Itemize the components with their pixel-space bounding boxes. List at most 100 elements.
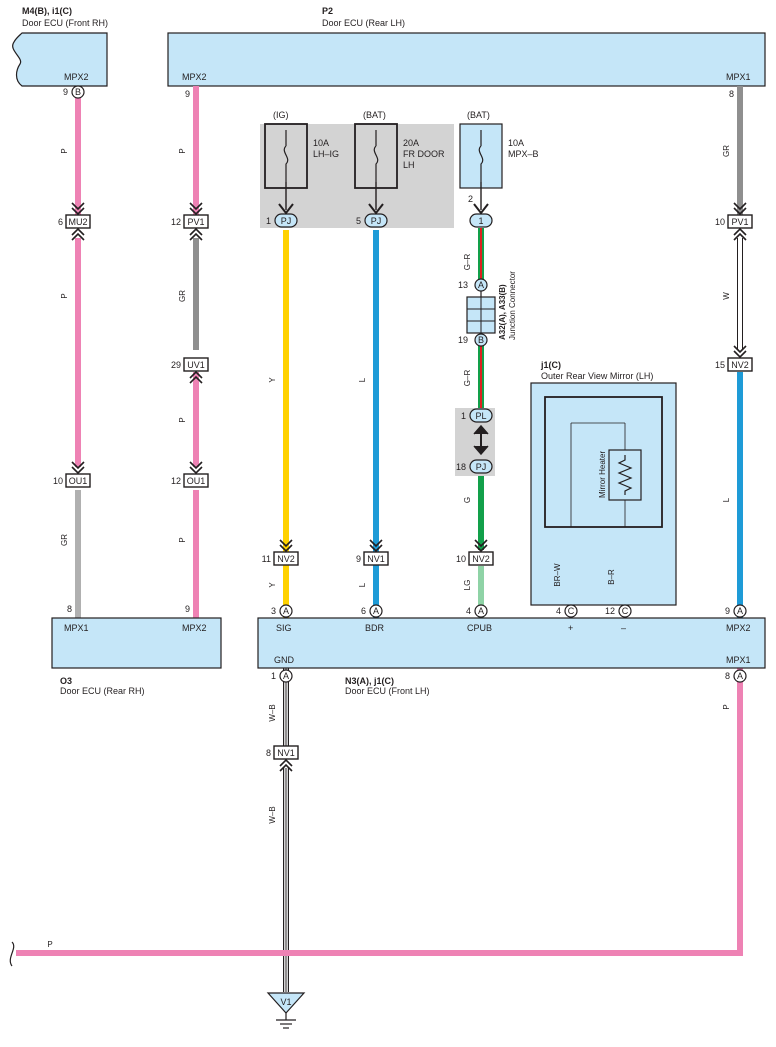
m4b-terminal-pin-cavity: B <box>75 87 81 97</box>
connector-pin: 10 <box>715 217 725 227</box>
wire-color-label: W <box>722 292 731 300</box>
wire-color-label: L <box>722 497 731 502</box>
junction-code: A32(A), A33(B) <box>498 284 507 340</box>
inline-pl-name: PL <box>475 411 486 421</box>
junction-cavity-b: B <box>478 335 484 345</box>
fuse-terminal-pj-5: PJ 5 <box>356 182 388 228</box>
wire-color-label: L <box>358 377 367 382</box>
connector-pin: 9 <box>356 554 361 564</box>
fuse-mpx-b-supply: (BAT) <box>467 110 490 120</box>
wire-break-mark <box>9 941 15 967</box>
n3-terminal-mpx2: MPX2 <box>726 623 751 633</box>
n3-top-pin-pin: 6 <box>361 606 366 616</box>
junction-pin-19: 19 <box>458 335 468 345</box>
n3-box <box>257 617 766 669</box>
fuse-lh-ig-supply: (IG) <box>273 110 289 120</box>
wire-color-label: Y <box>268 377 277 383</box>
fuse-terminal-1-2: 1 2 <box>468 182 493 228</box>
n3-top-pin-cavity: C <box>622 606 629 616</box>
p2-terminal-mpx1: MPX1 <box>726 72 751 82</box>
n3-top-pin <box>279 604 293 618</box>
connector-chevron <box>279 758 293 772</box>
fuse-terminal-pj-1-conn: PJ <box>281 216 292 226</box>
wire-color-label: P <box>60 293 69 298</box>
n3-terminal-sig: SIG <box>276 623 292 633</box>
wire-pink-bottom <box>16 668 743 956</box>
connector-chevron <box>71 227 85 241</box>
connector-pin: 10 <box>53 476 63 486</box>
n3-top-pin-pin: 12 <box>605 606 615 616</box>
n3-terminal-cpub: CPUB <box>467 623 492 633</box>
connector-pin: 10 <box>456 554 466 564</box>
n3-top-pin-cavity: C <box>568 606 575 616</box>
wire-color-label: W–B <box>268 806 277 823</box>
o3-terminal-mpx1: MPX1 <box>64 623 89 633</box>
p2-pin: 8 <box>729 89 734 99</box>
connector-pin: 29 <box>171 360 181 370</box>
fuse-lh-ig-rating: 10A <box>313 138 329 148</box>
fuse-terminal-pj-5-pin: 5 <box>356 216 361 226</box>
connector-chevron <box>71 202 85 216</box>
connector-chevron <box>189 202 203 216</box>
n3-name: Door ECU (Front LH) <box>345 686 430 696</box>
connector-chevron <box>733 202 747 216</box>
n3-top-pin <box>474 604 488 618</box>
n3-terminal-mpx1: MPX1 <box>726 655 751 665</box>
fuse-fr-door-supply: (BAT) <box>363 110 386 120</box>
p2-name: Door ECU (Rear LH) <box>322 18 405 28</box>
o3-code: O3 <box>60 676 72 686</box>
wire-color-label: GR <box>722 145 731 157</box>
n3-top-pin-cavity: A <box>737 606 743 616</box>
connector-name: NV1 <box>367 554 385 564</box>
n3-top-pin <box>618 604 632 618</box>
n3-bottom-pin <box>733 669 747 683</box>
wire-color-label: P <box>178 148 187 153</box>
wire-color-label: GR <box>178 290 187 302</box>
n3-terminal-minus: – <box>621 623 626 633</box>
wire-color-label: P <box>178 537 187 542</box>
fuse-terminal-1-conn: 1 <box>478 216 483 226</box>
mirror-heater-label: Mirror Heater <box>598 451 607 498</box>
connector-pin: 12 <box>171 476 181 486</box>
fuse-lh-ig-name: LH–IG <box>313 149 339 159</box>
fuse-mpx-b-name: MPX–B <box>508 149 539 159</box>
n3-top-pin-cavity: A <box>478 606 484 616</box>
n3-bottom-pin-cavity: A <box>737 671 743 681</box>
fuse-lh-ig: (IG) 10A LH–IG <box>264 110 339 189</box>
inline-pj-name: PJ <box>476 462 487 472</box>
n3-terminal-bdr: BDR <box>365 623 385 633</box>
p2-terminal-mpx2: MPX2 <box>182 72 207 82</box>
wire-color-label: P <box>178 417 187 422</box>
connector-pin: 6 <box>58 217 63 227</box>
junction-name: Junction Connector <box>508 271 517 340</box>
connector-chevron <box>474 539 488 553</box>
n3-top-pin-cavity: A <box>283 606 289 616</box>
n3-top-pin <box>564 604 578 618</box>
junction-pin-13: 13 <box>458 280 468 290</box>
wire-color-label: BR–W <box>553 563 562 587</box>
p2-box <box>167 32 766 87</box>
n3-terminal-gnd: GND <box>274 655 295 665</box>
connector-name: NV1 <box>277 748 295 758</box>
n3-terminal-plus: + <box>568 623 573 633</box>
fuse-terminal-pj-5-conn: PJ <box>371 216 382 226</box>
n3-top-pin <box>369 604 383 618</box>
o3-terminal-mpx2: MPX2 <box>182 623 207 633</box>
fuse-fr-door-rating: 20A <box>403 138 419 148</box>
fuse-mpx-b-rating: 10A <box>508 138 524 148</box>
m4b-terminal-pin-pin: 9 <box>63 87 68 97</box>
connector-name: NV2 <box>277 554 295 564</box>
n3-bottom-pin-cavity: A <box>283 671 289 681</box>
junction-connector: A 13 B 19 A32(A), A33(B) Junction Connec… <box>458 271 517 347</box>
wire-color-label: B–R <box>607 569 616 585</box>
mirror-component: j1(C) Outer Rear View Mirror (LH) Mirror… <box>530 360 677 606</box>
ground-label: V1 <box>280 997 291 1007</box>
fuse-terminal-pj-1-pin: 1 <box>266 216 271 226</box>
o3-pin-9: 9 <box>185 604 190 614</box>
wire-color-label: LG <box>463 580 472 591</box>
connector-chevron <box>733 345 747 359</box>
fuse-fr-door-name-1: FR DOOR <box>403 149 445 159</box>
p2-code: P2 <box>322 6 333 16</box>
junction-cavity-a: A <box>478 280 484 290</box>
n3-top-pin <box>733 604 747 618</box>
